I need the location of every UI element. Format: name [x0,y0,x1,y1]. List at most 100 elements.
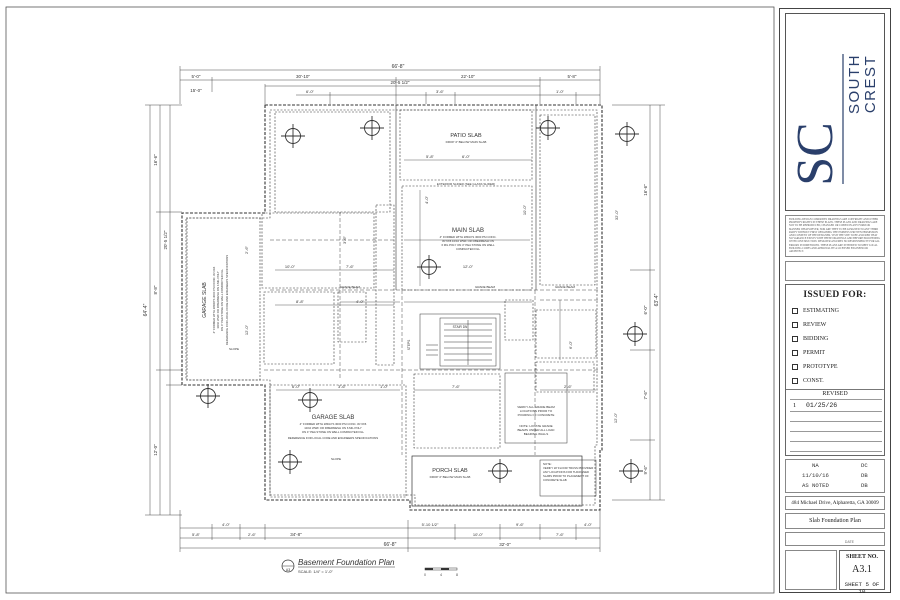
svg-text:12'-0": 12'-0" [244,324,249,335]
issued-permit[interactable]: PERMIT [792,347,825,359]
section-marker-icon [488,459,512,483]
svg-text:REFERENCE FOR LOCAL CODE AND E: REFERENCE FOR LOCAL CODE AND ENGINEERS S… [288,436,378,440]
svg-text:6'-0": 6'-0" [568,340,573,349]
issued-const[interactable]: CONST. [792,375,824,387]
svg-text:4'-0": 4'-0" [356,299,365,304]
svg-text:STEPS: STEPS [407,340,411,350]
svg-text:6'-0": 6'-0" [643,305,648,314]
svg-text:30'-10": 30'-10" [296,74,310,79]
checkbox-icon[interactable] [792,350,798,356]
issued-review[interactable]: REVIEW [792,319,826,331]
svg-text:ON 4" PEA STONE ON WELL COMPAC: ON 4" PEA STONE ON WELL COMPACTED FILL [302,430,365,434]
svg-text:4'-0": 4'-0" [584,522,593,527]
logo-line-2: CREST [862,55,879,113]
scale-bar: 0 4 8 [424,567,458,577]
svg-text:W/ 6X6 10/10 WWF OR FIBERMESH: W/ 6X6 10/10 WWF OR FIBERMESH ON [442,239,494,243]
svg-text:12'-0": 12'-0" [463,264,474,269]
checkbox-icon[interactable] [792,322,798,328]
svg-text:NOTE: LOCATE GRADE: NOTE: LOCATE GRADE [519,424,552,428]
svg-text:POURING OF CONCRETE: POURING OF CONCRETE [518,413,555,417]
svg-text:GRADE BEAM: GRADE BEAM [475,285,496,289]
checkbox-icon[interactable] [792,364,798,370]
checkbox-icon[interactable] [792,336,798,342]
dim-overall-top: 66'-8" [392,64,405,70]
svg-text:BEAMS UNDER ALL LOAD: BEAMS UNDER ALL LOAD [518,428,556,432]
main-slab [401,185,533,291]
svg-text:1'-0": 1'-0" [556,89,565,94]
svg-text:10/10 WWF OR FIBERMESH ON 6 MI: 10/10 WWF OR FIBERMESH ON 6 MIL POLY [216,271,220,329]
svg-text:34'-8": 34'-8" [290,532,302,537]
issued-for-title: ISSUED FOR: [803,290,867,300]
svg-text:2'-6": 2'-6" [244,245,249,254]
sheet-count: SHEET 5 OF 10 [844,581,880,595]
sheet-label: SHEET NO. [846,554,878,560]
svg-text:8'-8": 8'-8" [296,299,305,304]
svg-text:5'-0": 5'-0" [192,74,201,79]
svg-text:7'-6": 7'-6" [643,390,648,399]
section-marker-icon [417,255,441,279]
section-marker-icon [360,116,384,140]
svg-text:10'-0": 10'-0" [285,264,296,269]
svg-text:NOTE:: NOTE: [543,462,552,466]
garage-slab [269,384,407,498]
top-dimensions [179,66,601,104]
svg-text:9'-6": 9'-6" [516,522,525,527]
section-marker-icon [278,450,302,474]
project-address: 484 Michael Drive, Alpharetta, GA 30009 [785,496,885,510]
section-marker-icon [615,122,639,146]
svg-text:32'-0": 32'-0" [614,209,619,220]
issued-prototype[interactable]: PROTOTYPE [792,361,838,373]
checkbox-icon[interactable] [792,308,798,314]
dim-overall-bottom: 66'-8" [384,542,397,548]
svg-text:22'-10": 22'-10" [461,74,475,79]
svg-text:12'-0": 12'-0" [613,412,618,423]
caption-tag: A3 [286,568,290,572]
svg-text:9'-6": 9'-6" [643,465,648,474]
svg-text:20'-5 1/2": 20'-5 1/2" [163,230,168,249]
foundation-outline [181,104,603,511]
right-dimensions [612,104,665,501]
svg-text:63'-4": 63'-4" [654,293,660,306]
garage-side-title: GARAGE SLAB [202,282,208,318]
garage-side-slab [185,217,261,381]
svg-text:8: 8 [456,573,458,577]
copyright-notes: BUILDING DESIGN COMPANIES DRAWINGS ARE C… [785,215,885,257]
logo-mark: SC [787,122,844,186]
garage-slab-title: GARAGE SLAB [312,415,355,421]
section-markers [196,116,647,483]
section-marker-icon [281,124,305,148]
section-marker-icon [623,322,647,346]
svg-text:64'-4": 64'-4" [143,303,149,316]
svg-text:4" FORMED WITH 28DAYS 3000 PSI: 4" FORMED WITH 28DAYS 3000 PSI CONC. [440,235,497,239]
left-dimensions [145,104,182,516]
svg-text:6'-0": 6'-0" [462,154,471,159]
svg-text:ANY LOCATIONS FOR THICKENED: ANY LOCATIONS FOR THICKENED [543,470,589,474]
svg-text:2'-6": 2'-6" [248,532,257,537]
checkbox-icon[interactable] [792,378,798,384]
svg-text:EXTERIOR SLIDER (SEE GLASS SLI: EXTERIOR SLIDER (SEE GLASS SLIDER) [437,182,495,186]
date-field: DATE [785,532,885,546]
plan-name: Slab Foundation Plan [785,513,885,529]
svg-text:VERIFY ALL GRADE BEAM: VERIFY ALL GRADE BEAM [517,405,555,409]
sheet-number: A3.1 [852,564,872,575]
svg-text:16'-6": 16'-6" [643,184,648,196]
svg-text:12'-0": 12'-0" [153,444,158,456]
svg-text:8'-8": 8'-8" [153,285,158,294]
svg-text:20'-5 1/2": 20'-5 1/2" [391,80,410,85]
svg-text:STAIR DN: STAIR DN [453,325,468,329]
section-marker-icon [196,384,220,408]
porch-slab [411,455,583,507]
svg-text:5'-10 1/2": 5'-10 1/2" [422,522,439,527]
svg-text:6'-0": 6'-0" [306,89,315,94]
sheet-number-panel: SHEET NO. A3.1 SHEET 5 OF 10 [839,550,885,595]
issued-for-panel: ISSUED FOR: ESTIMATING REVIEW BIDDING PE… [785,284,885,456]
issued-bidding[interactable]: BIDDING [792,333,828,345]
main-slab-title: MAIN SLAB [452,228,484,234]
floor-plan [145,66,665,552]
svg-text:ON 4" PEA STONE ON WELL COMPAC: ON 4" PEA STONE ON WELL COMPACTED FILL [220,268,224,331]
bottom-dimensions [179,510,601,552]
issued-estimating[interactable]: ESTIMATING [792,305,839,317]
plan-text: 66'-8" 5'-0" 30'-10" 22'-10" 5'-8" 15'-0… [143,64,660,577]
svg-text:5'-8": 5'-8" [568,74,577,79]
